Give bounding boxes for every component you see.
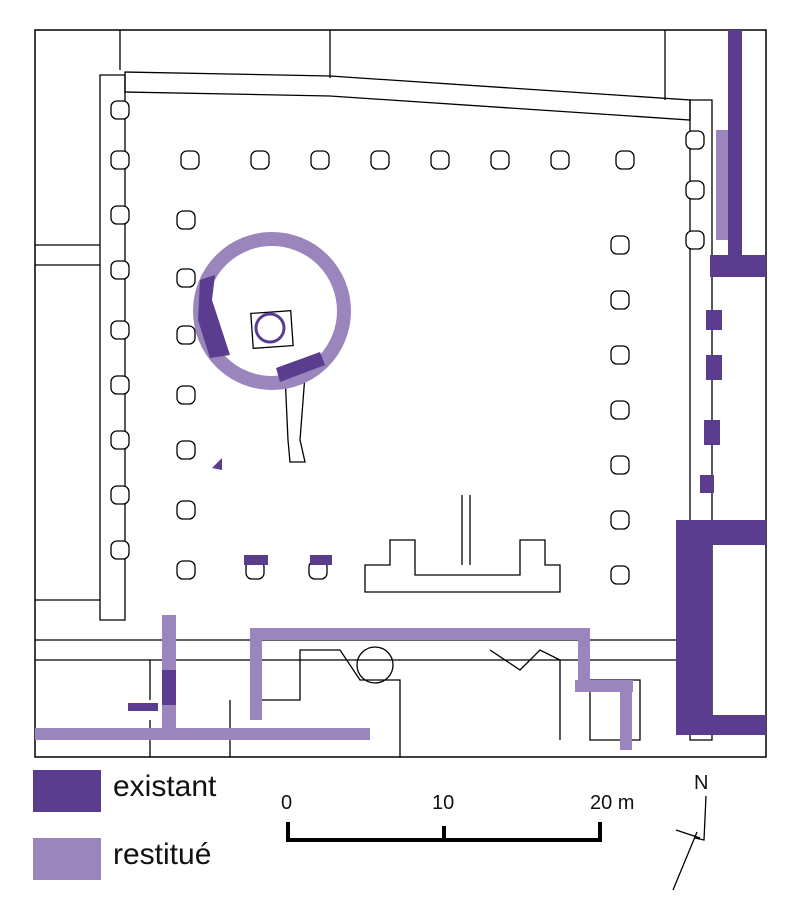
column-pier — [610, 235, 630, 255]
column-pier — [610, 565, 630, 585]
column-pier — [110, 375, 130, 395]
column-pier — [685, 230, 705, 250]
restitue-room — [575, 680, 633, 692]
column-pier — [250, 150, 270, 170]
existant-ring-left — [198, 275, 230, 358]
column-pier — [430, 150, 450, 170]
north-arrow-icon — [672, 795, 707, 891]
existant-east-pier-3 — [704, 420, 720, 445]
scale-tick-0: 0 — [281, 792, 293, 814]
column-pier — [110, 100, 130, 120]
column-pier — [110, 485, 130, 505]
existant-west-sill — [128, 703, 158, 711]
column-pier — [615, 150, 635, 170]
altar-base — [250, 309, 294, 350]
column-pier — [610, 510, 630, 530]
column-piers — [110, 100, 705, 585]
restitue-south-wall — [35, 728, 370, 740]
existant-east-wall — [728, 30, 742, 270]
column-pier — [110, 260, 130, 280]
scale-bar — [286, 822, 602, 842]
existant-west-block — [162, 670, 176, 705]
central-platform — [364, 539, 561, 593]
existant-east-pier-4 — [700, 475, 714, 493]
existant-fragment — [212, 458, 222, 470]
column-pier — [176, 210, 196, 230]
courtyard-wall-top — [124, 71, 691, 121]
existant-east-pier-2 — [706, 355, 722, 380]
existant-east-piers — [706, 310, 722, 330]
existant-block-1 — [244, 555, 268, 565]
column-pier — [176, 268, 196, 288]
restitue-right-strip — [716, 130, 728, 240]
restitue-south-corridor — [250, 628, 590, 720]
existant-altar-circle — [254, 312, 286, 344]
column-pier — [110, 540, 130, 560]
scale-tick-10: 10 — [432, 792, 455, 814]
column-pier — [310, 150, 330, 170]
column-pier — [110, 430, 130, 450]
column-pier — [176, 440, 196, 460]
column-pier — [110, 150, 130, 170]
scale-tick-20: 20 m — [590, 792, 635, 814]
spiral-stair — [356, 646, 394, 684]
top-buildings — [35, 30, 666, 601]
south-wall — [35, 639, 690, 661]
column-pier — [685, 180, 705, 200]
column-pier — [685, 130, 705, 150]
legend-label-existant: existant — [113, 770, 217, 803]
column-pier — [610, 290, 630, 310]
column-pier — [610, 345, 630, 365]
existant-southeast-room — [676, 520, 766, 735]
column-pier — [180, 150, 200, 170]
courtyard-wall-left — [99, 74, 126, 621]
column-pier — [176, 385, 196, 405]
column-pier — [110, 320, 130, 340]
south-rooms — [149, 649, 641, 757]
map-frame — [34, 29, 767, 758]
column-pier — [490, 150, 510, 170]
legend-swatch-restitue — [33, 838, 101, 880]
column-pier — [610, 400, 630, 420]
column-pier — [176, 560, 196, 580]
legend-label-restitue: restitué — [113, 838, 212, 871]
column-pier — [110, 205, 130, 225]
column-pier — [550, 150, 570, 170]
existant-ring-bottom — [276, 352, 325, 382]
column-pier — [176, 500, 196, 520]
legend-swatch-existant — [33, 770, 101, 812]
central-axis — [461, 495, 471, 565]
restitue-room-side — [620, 680, 632, 750]
existant-east-annex — [710, 255, 766, 277]
north-label: N — [694, 772, 709, 794]
column-pier — [610, 455, 630, 475]
column-pier — [176, 325, 196, 345]
column-pier — [370, 150, 390, 170]
existant-block-2 — [310, 555, 332, 565]
